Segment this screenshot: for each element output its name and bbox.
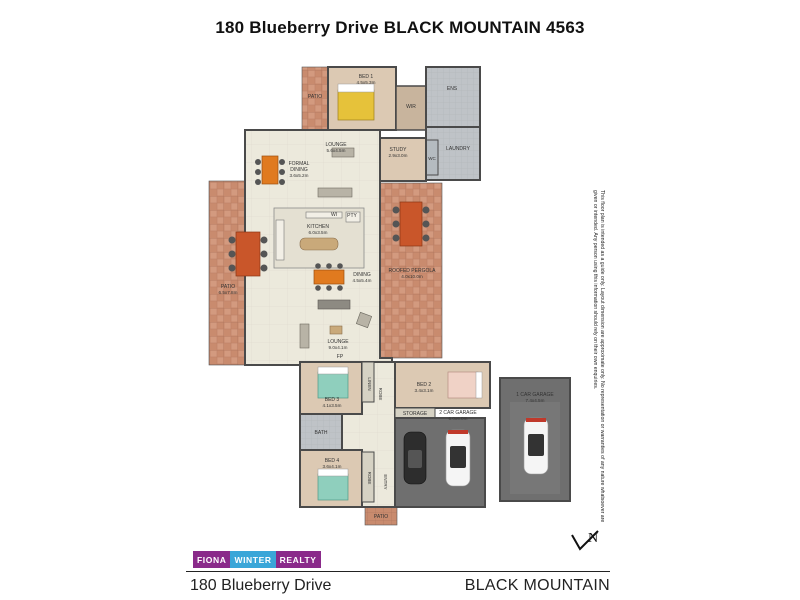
garage1-label: 1 CAR GARAGE (516, 392, 554, 398)
study-room (379, 137, 427, 182)
lounge-top-label: LOUNGE (325, 142, 347, 148)
garage2-label: 2 CAR GARAGE (439, 410, 477, 416)
car-icon (523, 417, 549, 475)
wc-label: WC (428, 156, 436, 161)
bed2-dims: 3.4x3.1m (415, 388, 434, 393)
bed3-label: BED 3 (325, 397, 340, 403)
robe2-label: ROBE (367, 472, 372, 485)
wir-room (395, 85, 427, 131)
fp-label: FP (337, 354, 344, 360)
study-dims: 2.9x3.0m (389, 153, 408, 158)
garage1-dims: 7.4x4.5m (526, 398, 545, 403)
patio-left-label: PATIO (221, 284, 235, 290)
bed3-dims: 4.1x3.5m (323, 403, 342, 408)
wi-label: WI (331, 212, 337, 218)
pantry (345, 211, 361, 223)
storage-label: STORAGE (403, 411, 428, 417)
lounge-top-dims: 5.6x4.5m (327, 148, 346, 153)
sofa-icon (317, 187, 353, 198)
garage2-dims: 6.0x6.0m (449, 416, 468, 421)
bed4-label: BED 4 (325, 458, 340, 464)
bath-room (299, 413, 343, 451)
bath-label: BATH (315, 430, 328, 436)
patio-bottom-label: PATIO (374, 514, 388, 520)
laundry-label: LAUNDRY (446, 146, 470, 152)
ensuite-room (425, 66, 481, 128)
logo-part-realty: REALTY (275, 551, 321, 568)
north-label: N (588, 531, 598, 546)
ens-label: ENS (447, 86, 458, 92)
footer-suburb: BLACK MOUNTAIN (464, 577, 610, 594)
sofa-icon (317, 299, 351, 310)
dining-dims: 4.5x5.4m (353, 278, 372, 283)
study-label: STUDY (390, 147, 408, 153)
kitchen-island (299, 237, 339, 251)
dining-table-icon (228, 231, 268, 277)
bed-icon (317, 468, 349, 501)
disclaimer-text: This floor plan is intended as a guide o… (592, 190, 606, 523)
page-title: 180 Blueberry Drive BLACK MOUNTAIN 4563 (215, 18, 585, 37)
pergola-label: ROOFED PERGOLA (389, 268, 437, 274)
logo-part-fiona: FIONA (193, 551, 231, 568)
dining-table-icon (255, 155, 285, 185)
dining-table-icon (313, 263, 345, 291)
dining-table-icon (392, 201, 430, 247)
pty-label: PTY (347, 213, 357, 219)
bed2-label: BED 2 (417, 382, 432, 388)
linen-robe (361, 361, 375, 403)
wir-label: WIR (406, 104, 416, 110)
realty-logo: FIONA WINTER REALTY (193, 551, 321, 568)
footer-address: 180 Blueberry Drive (190, 577, 332, 594)
bed1-label: BED 1 (359, 74, 374, 80)
lounge-bottom-label: LOUNGE (327, 339, 349, 345)
bed-icon (337, 83, 375, 121)
bed-icon (447, 371, 483, 399)
kitchen-dims: 6.0x3.5m (309, 230, 328, 235)
bed4-dims: 3.6x4.1m (323, 464, 342, 469)
north-arrow-icon: N (571, 530, 599, 551)
robe-closet (361, 451, 375, 503)
kitchen-label: KITCHEN (307, 224, 329, 230)
linen-label: LINEN (367, 377, 372, 390)
kitchen-bench (305, 211, 343, 219)
sofa-icon (331, 147, 355, 158)
dining-label: DINING (353, 272, 371, 278)
lounge-bottom-dims: 9.0x4.1m (329, 345, 348, 350)
entry-label: ENTRY (383, 474, 388, 489)
patio-left-dims: 6.5x7.8m (219, 290, 238, 295)
robe-label: ROBE (378, 388, 383, 401)
logo-part-winter: WINTER (230, 551, 276, 568)
formal-dining-dims: 3.6x5.2m (290, 173, 309, 178)
bed-icon (317, 366, 349, 399)
patio-top-label: PATIO (308, 94, 322, 100)
formal-dining-label2: DINING (290, 167, 308, 173)
kitchen-side-bench (275, 219, 285, 261)
pergola-dims: 4.0x10.0m (401, 274, 423, 279)
bed1-dims: 4.5x5.3m (357, 80, 376, 85)
sofa-icon (299, 311, 373, 349)
car-icon (445, 429, 471, 487)
car-icon (403, 431, 427, 485)
footer-divider (186, 571, 610, 572)
formal-dining-label: FORMAL (289, 161, 310, 167)
